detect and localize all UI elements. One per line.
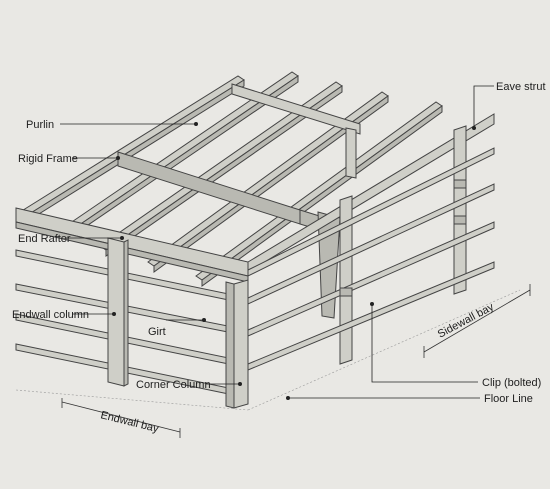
eave-strut-leader (473, 85, 494, 128)
endwall-girt-3 (15, 313, 249, 369)
rigid-frame-rafter (117, 151, 301, 225)
back-frame-rafter (231, 83, 361, 135)
sidewall (247, 125, 495, 371)
floor-line-side (247, 289, 521, 411)
end-rafter-leader-dot (120, 236, 124, 240)
clip-leader (371, 304, 478, 383)
endwall-girt-4 (15, 343, 249, 399)
label-corner-column: Corner Column (136, 379, 211, 391)
rigid-frame-leader-dot (116, 156, 120, 160)
corner-column (233, 279, 249, 409)
eave-strut (247, 113, 495, 273)
purlin-4-web (153, 95, 389, 273)
label-eave-strut: Eave strut (496, 81, 546, 93)
floor-line-front (15, 389, 249, 411)
eave-strut-beam (247, 113, 495, 273)
label-sidewall-bay: Sidewall bay (436, 301, 497, 341)
purlin-3-web (105, 85, 343, 257)
endwall-column (107, 237, 125, 387)
purlins (19, 71, 443, 287)
girt-leader-dot (202, 318, 206, 322)
label-endwall-bay: Endwall bay (99, 409, 160, 435)
clip-2 (453, 179, 467, 189)
clips (339, 179, 467, 297)
endwall-column-leader-dot (112, 312, 116, 316)
label-purlin: Purlin (26, 119, 54, 131)
label-floor-line: Floor Line (484, 393, 533, 405)
purlin-1-web (25, 79, 245, 223)
clip-3 (453, 215, 467, 225)
dimension-lines (61, 284, 531, 438)
sidewall-girt-1 (247, 147, 495, 277)
endwall-column-side (123, 239, 129, 387)
back-frame-column (345, 127, 357, 179)
sidewall-column-back (453, 125, 467, 295)
endwall-bay-dim (61, 401, 181, 433)
clip-1 (339, 287, 353, 297)
clip-leader-dot (370, 302, 374, 306)
label-girt: Girt (148, 326, 166, 338)
label-rigid-frame: Rigid Frame (18, 153, 78, 165)
floor-line-leader-dot (286, 396, 290, 400)
label-clip-bolted: Clip (bolted) (482, 377, 541, 389)
label-endwall-column: Endwall column (12, 309, 89, 321)
purlin-5-web (201, 105, 443, 287)
floor-line (15, 289, 521, 411)
corner-column-side (225, 281, 235, 409)
eave-strut-leader-dot (472, 126, 476, 130)
label-end-rafter: End Rafter (18, 233, 71, 245)
end-rafter (15, 207, 249, 283)
purlin-leader-dot (194, 122, 198, 126)
sidewall-bay-dim (423, 289, 531, 353)
endwall (15, 237, 249, 409)
corner-column-leader-dot (238, 382, 242, 386)
leader-lines (60, 85, 494, 400)
